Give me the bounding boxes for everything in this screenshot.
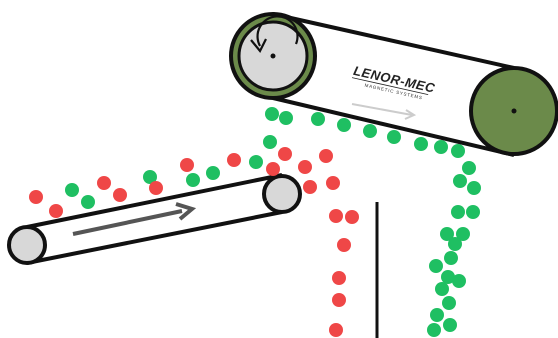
nonferrous-particle	[180, 158, 194, 172]
feed-belt-top	[26, 173, 283, 229]
feed-tail-roller	[7, 225, 47, 265]
ferrous-particle	[337, 118, 351, 132]
nonferrous-particle	[319, 149, 333, 163]
ferrous-particle	[451, 144, 465, 158]
nonferrous-particle	[97, 176, 111, 190]
nonferrous-particle	[266, 162, 280, 176]
counterclockwise-arrow-icon	[250, 15, 299, 54]
nonferrous-particle	[337, 238, 351, 252]
ferrous-particle	[466, 205, 480, 219]
nonferrous-particle	[149, 181, 163, 195]
ferrous-particle	[440, 227, 454, 241]
ferrous-particle	[462, 161, 476, 175]
nonferrous-particle	[113, 188, 127, 202]
nonferrous-particle	[49, 204, 63, 218]
ferrous-particle	[363, 124, 377, 138]
feed-conveyor	[7, 173, 302, 265]
ferrous-particle	[452, 274, 466, 288]
nonferrous-particle	[345, 210, 359, 224]
ferrous-particle	[311, 112, 325, 126]
magnet-belt-bottom	[272, 96, 515, 157]
nonferrous-particle	[332, 293, 346, 307]
ferrous-particle	[143, 170, 157, 184]
ferrous-particle	[387, 130, 401, 144]
nonferrous-particle	[332, 271, 346, 285]
ferrous-particle	[467, 181, 481, 195]
overband-magnet: LENOR-MEC MAGNETIC SYSTEMS	[229, 12, 558, 157]
ferrous-particle	[427, 323, 441, 337]
ferrous-particle	[265, 107, 279, 121]
ferrous-particle	[442, 296, 456, 310]
particle-stream	[29, 107, 481, 337]
feed-head-roller	[262, 174, 302, 214]
right-arrow-icon	[351, 103, 417, 120]
ferrous-particle	[279, 111, 293, 125]
nonferrous-particle	[298, 160, 312, 174]
ferrous-particle	[186, 173, 200, 187]
ferrous-particle	[451, 205, 465, 219]
ferrous-particle	[434, 140, 448, 154]
ferrous-particle	[263, 135, 277, 149]
feed-belt-bottom	[26, 210, 283, 265]
nonferrous-particle	[326, 176, 340, 190]
nonferrous-particle	[303, 180, 317, 194]
ferrous-particle	[441, 270, 455, 284]
drive-pulley-axle	[511, 108, 517, 114]
ferrous-particle	[65, 183, 79, 197]
nonferrous-particle	[329, 209, 343, 223]
nonferrous-particle	[29, 190, 43, 204]
ferrous-particle	[429, 259, 443, 273]
ferrous-particle	[81, 195, 95, 209]
nonferrous-particle	[329, 323, 343, 337]
right-arrow-icon	[72, 202, 197, 236]
ferrous-particle	[444, 251, 458, 265]
ferrous-particle	[435, 282, 449, 296]
ferrous-particle	[414, 137, 428, 151]
magnet-belt-top	[272, 12, 515, 70]
ferrous-particle	[430, 308, 444, 322]
ferrous-particle	[448, 237, 462, 251]
ferrous-particle	[456, 227, 470, 241]
ferrous-particle	[443, 318, 457, 332]
ferrous-particle	[206, 166, 220, 180]
magnetic-drum-axle	[270, 53, 276, 59]
nonferrous-particle	[278, 147, 292, 161]
ferrous-particle	[453, 174, 467, 188]
brand-logo: LENOR-MEC MAGNETIC SYSTEMS	[351, 63, 437, 100]
nonferrous-particle	[227, 153, 241, 167]
ferrous-particle	[249, 155, 263, 169]
